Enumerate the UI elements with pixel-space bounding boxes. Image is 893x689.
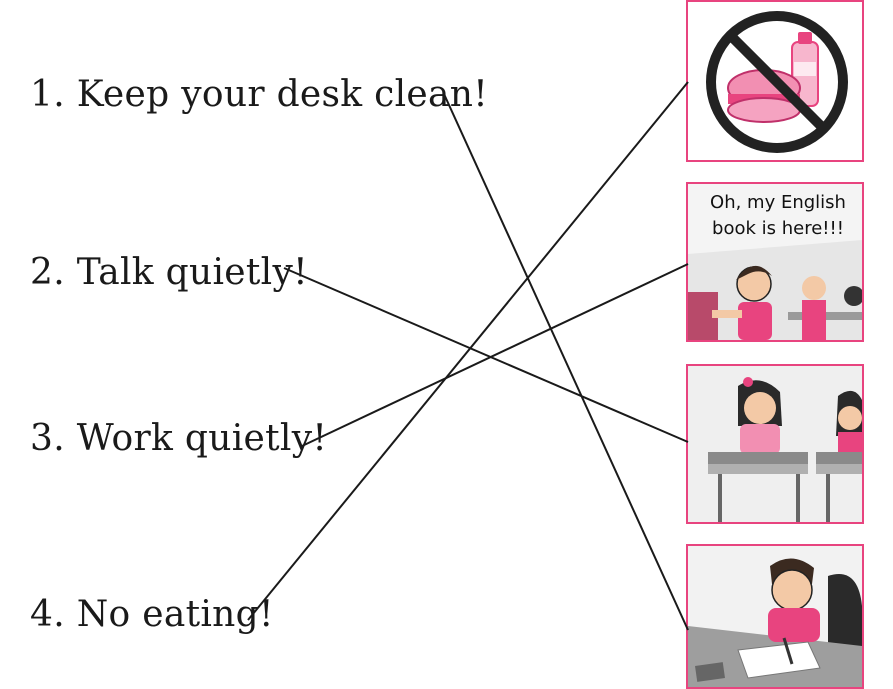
- picture-girls-at-desks[interactable]: [686, 364, 864, 524]
- picture-no-eating[interactable]: [686, 0, 864, 162]
- match-line-3: [301, 263, 689, 447]
- boy-with-book-illustration: [688, 240, 862, 340]
- boy-writing-illustration: [688, 546, 862, 687]
- girls-working-illustration: [688, 366, 862, 522]
- no-food-icon: [706, 11, 848, 153]
- speech-bubble-text: Oh, my English book is here!!!: [710, 192, 846, 239]
- phrase-4[interactable]: 4. No eating!: [30, 594, 274, 635]
- match-line-2: [283, 267, 689, 443]
- match-line-4: [247, 81, 689, 621]
- phrase-3[interactable]: 3. Work quietly!: [30, 418, 328, 459]
- match-line-1: [443, 93, 689, 631]
- picture-english-book[interactable]: Oh, my English book is here!!!: [686, 182, 864, 342]
- phrase-2[interactable]: 2. Talk quietly!: [30, 252, 308, 293]
- phrase-1[interactable]: 1. Keep your desk clean!: [30, 74, 489, 115]
- picture-boy-writing[interactable]: [686, 544, 864, 689]
